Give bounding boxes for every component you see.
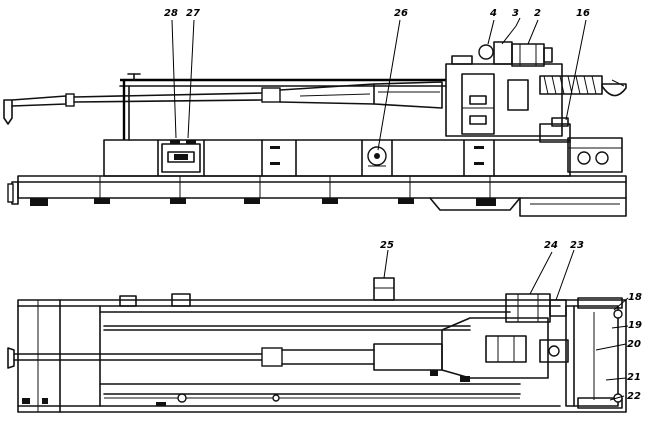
callout-20: 20 — [627, 339, 641, 350]
callout-leaders — [171, 17, 629, 401]
plan-rails — [99, 311, 521, 406]
callout-18: 18 — [628, 292, 642, 303]
screw-conveyor — [539, 75, 627, 97]
cabin — [445, 55, 563, 137]
boom-nozzle — [3, 93, 75, 125]
plan-frame — [17, 293, 627, 413]
top-motors — [478, 41, 553, 67]
callout-4: 4 — [489, 8, 497, 19]
right-upper-block — [539, 117, 623, 173]
callout-21: 21 — [627, 372, 641, 383]
plan-view — [7, 277, 627, 413]
callout-28: 28 — [164, 8, 178, 19]
callout-25: 25 — [380, 240, 394, 251]
boom-tube — [73, 81, 443, 109]
callout-22: 22 — [627, 391, 641, 402]
plan-boom — [7, 343, 443, 371]
callout-3: 3 — [512, 8, 519, 19]
chassis-frame — [7, 175, 627, 217]
side-elevation — [3, 41, 627, 217]
callout-27: 27 — [186, 8, 200, 19]
callout-24: 24 — [544, 240, 558, 251]
callout-26: 26 — [394, 8, 408, 19]
cabinet-row — [103, 139, 571, 177]
callout-23: 23 — [570, 240, 584, 251]
callout-16: 16 — [576, 8, 590, 19]
plan-block-25 — [373, 277, 395, 301]
plan-drive-assembly — [430, 293, 623, 409]
callout-2: 2 — [534, 8, 541, 19]
callout-labels: 2 3 4 16 18 19 20 21 22 23 24 25 26 27 2… — [164, 8, 642, 402]
callout-19: 19 — [628, 320, 642, 331]
